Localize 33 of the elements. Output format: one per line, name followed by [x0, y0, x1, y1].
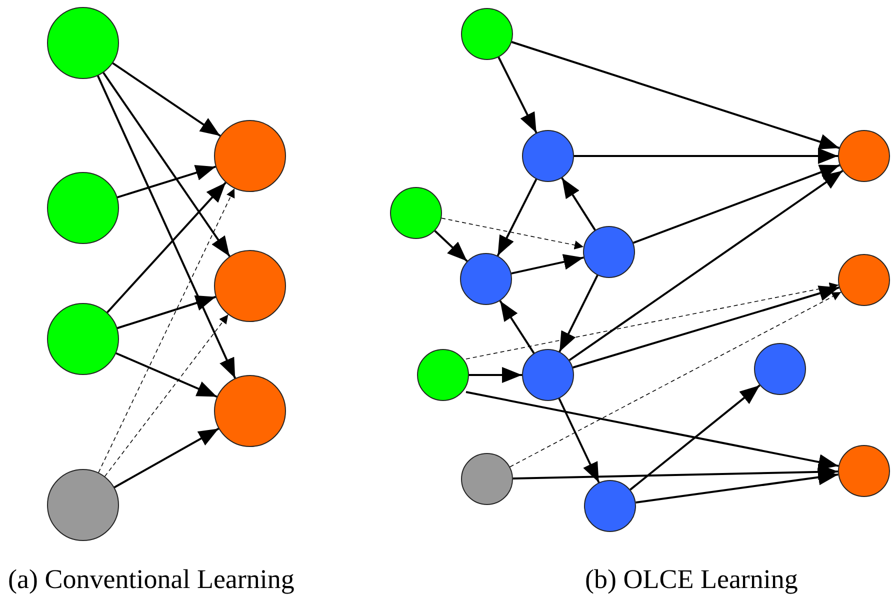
arrow	[96, 75, 236, 379]
arrow	[572, 284, 840, 368]
dashed-arrow	[441, 218, 584, 250]
arrow	[469, 367, 522, 383]
arrow	[434, 230, 468, 262]
arrow	[106, 182, 226, 314]
arrow	[636, 468, 838, 504]
dashed-arrow	[466, 282, 839, 360]
arrow	[511, 253, 584, 274]
arrow	[630, 384, 760, 490]
caption: (a) Conventional Learning	[8, 563, 294, 596]
arrow	[116, 352, 218, 398]
arrow	[112, 62, 221, 137]
caption: (b) OLCE Learning	[585, 563, 798, 596]
arrow	[102, 72, 230, 257]
arrow	[498, 56, 538, 134]
arrow	[511, 41, 840, 151]
arrow	[114, 428, 220, 488]
arrow	[499, 300, 535, 354]
arrow	[117, 164, 216, 198]
dashed-arrow	[104, 314, 229, 477]
dashed-arrow	[510, 292, 842, 468]
arrow	[117, 294, 216, 330]
arrow	[561, 177, 596, 231]
arrow	[574, 148, 838, 164]
arrow	[558, 274, 598, 352]
arrow	[568, 170, 844, 362]
arrow	[512, 464, 838, 480]
arrow	[496, 178, 538, 256]
dashed-arrow	[98, 188, 235, 473]
arrow	[466, 391, 839, 471]
arrow	[632, 163, 840, 244]
arrow	[558, 398, 600, 483]
